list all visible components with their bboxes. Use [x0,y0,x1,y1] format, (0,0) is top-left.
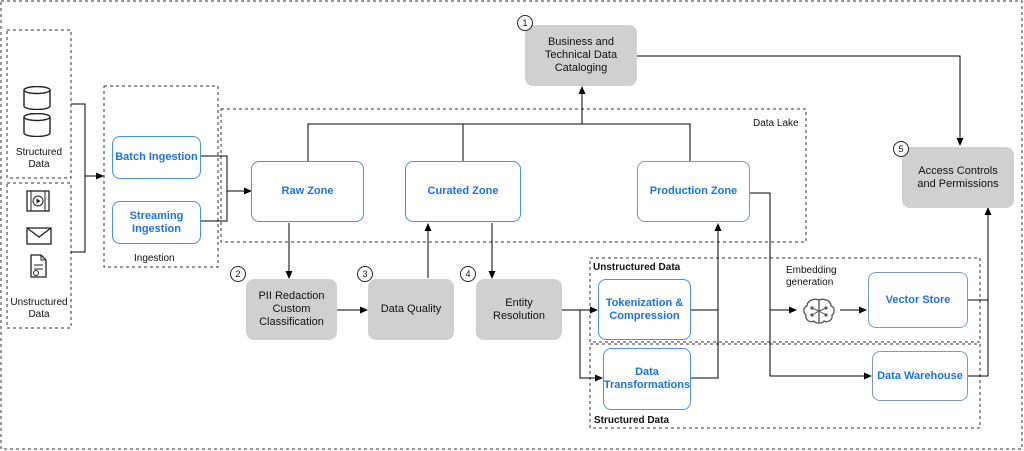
data-quality-node: Data Quality [368,279,454,340]
structured-group-title: Structured Data [594,415,670,426]
ingestion-group [103,85,219,268]
step-number-3: 3 [357,266,373,282]
embedding-generation-label: Embedding generation [786,265,837,288]
mail-icon [26,227,52,245]
unstructured-sources-group [6,182,72,329]
unstructured-group-title: Unstructured Data [593,262,681,273]
unstructured-data-label: Unstructured Data [10,297,68,320]
data-lake-title: Data Lake [753,118,799,129]
raw-zone-node: Raw Zone [251,161,364,222]
video-icon [26,190,50,212]
database-icon [23,86,51,110]
document-icon [30,254,47,278]
step-number-4: 4 [460,266,476,282]
outputs-to-access-connector [968,207,992,377]
production-zone-node: Production Zone [637,161,750,222]
access-controls-node: Access Controls and Permissions [902,147,1014,208]
entity-to-processing-connector [562,306,603,382]
vector-store-node: Vector Store [868,272,968,328]
catalog-to-access-arrow [637,55,964,146]
structured-processing-group [589,343,981,429]
zones-to-catalog-connector [307,86,691,161]
tokenization-node: Tokenization & Compression [598,279,691,340]
ingestion-group-title: Ingestion [134,253,175,264]
pii-redaction-node: PII Redaction Custom Classification [246,279,337,340]
data-warehouse-node: Data Warehouse [872,351,968,401]
production-to-outputs-connector [750,192,872,380]
processing-to-production-connector [691,223,722,379]
data-lake-group [220,108,807,243]
database-icon [23,113,51,137]
sources-connector [71,103,104,253]
streaming-ingestion-node: Streaming Ingestion [112,201,201,244]
step-number-5: 5 [893,141,909,157]
data-cataloging-node: Business and Technical Data Cataloging [525,25,637,86]
step-number-1: 1 [517,15,533,31]
ai-brain-icon [803,298,835,324]
entity-resolution-node: Entity Resolution [476,279,562,340]
structured-data-label: Structured Data [15,147,63,170]
ingestion-to-raw-connector [201,155,252,222]
curated-zone-node: Curated Zone [405,161,521,222]
data-transformations-node: Data Transformations [603,348,691,410]
step-number-2: 2 [230,266,246,282]
batch-ingestion-node: Batch Ingestion [112,136,201,179]
